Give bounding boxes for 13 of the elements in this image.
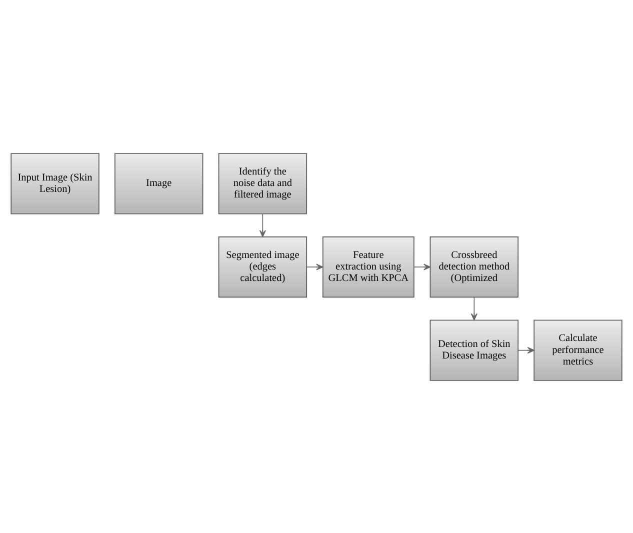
node-box: Calculate performance metrics: [534, 319, 622, 380]
arrow: [306, 263, 324, 270]
arrow: [518, 346, 534, 354]
node-box: Identify the noise data and filtered image: [218, 152, 308, 214]
node-box: Input Image (Skin Lesion): [10, 152, 100, 214]
node-box: Detection of Skin Disease Images: [430, 319, 519, 380]
arrow: [414, 263, 431, 270]
node-box: Crossbreed detection method (Optimized: [430, 236, 519, 298]
arrow: [259, 213, 266, 237]
node-box: Segmented image (edges calculated): [218, 236, 308, 298]
arrow: [470, 296, 478, 320]
node-box: Image: [114, 152, 204, 214]
node-box: Feature extraction using GLCM with KPCA: [322, 236, 414, 298]
